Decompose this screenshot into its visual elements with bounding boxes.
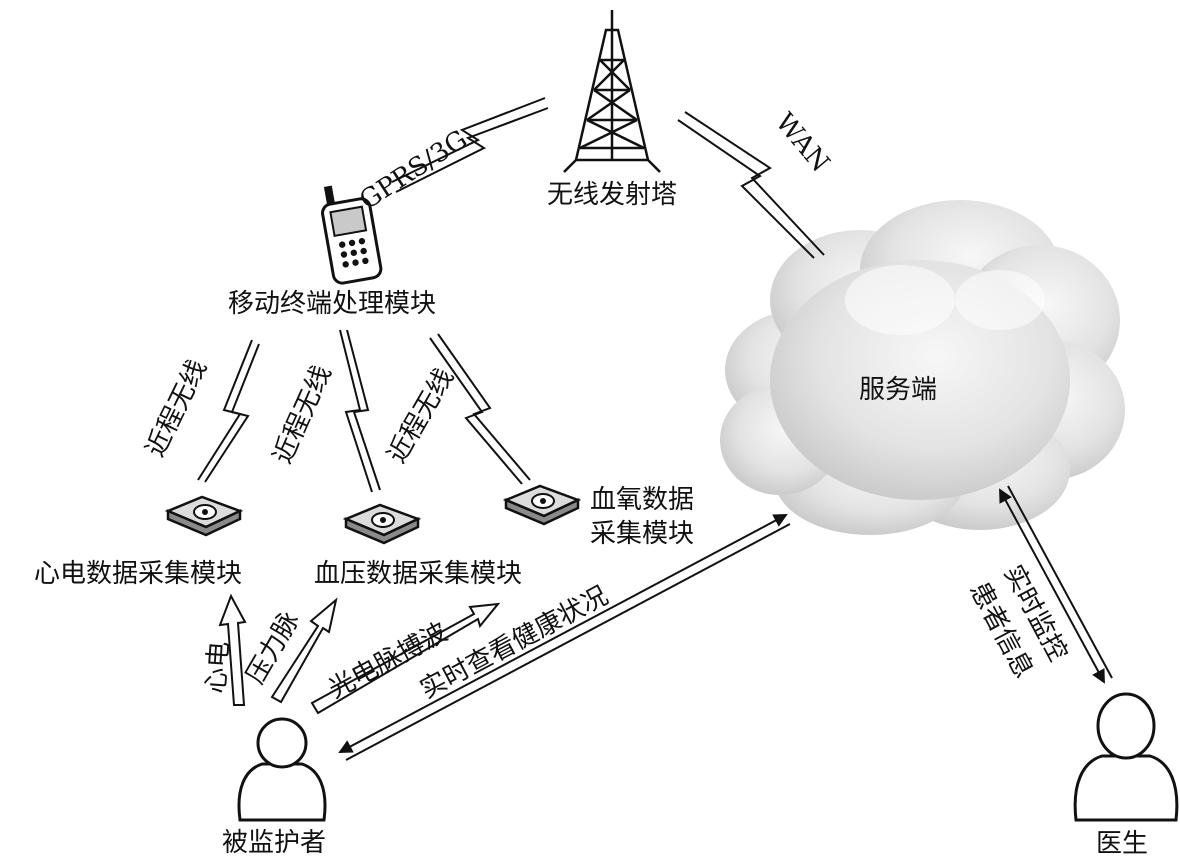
short-range-link-1 [197, 339, 260, 483]
patient-person-icon [237, 717, 327, 822]
doctor-server-arrow [999, 485, 1113, 684]
short-range-link-2 [339, 329, 381, 493]
cloud-icon [720, 200, 1125, 535]
short-range-link-3 [429, 333, 531, 485]
doctor-label: 医生 [1096, 829, 1148, 858]
ecg-signal-arrow [218, 593, 247, 706]
short-range-label-1: 近程无线 [141, 355, 214, 462]
doctor-person-icon [1073, 692, 1179, 822]
spo2-module-label-line2: 采集模块 [590, 519, 694, 549]
wan-link [677, 111, 825, 259]
bp-sensor-icon [342, 503, 422, 545]
ecg-sensor-icon [164, 495, 244, 537]
ecg-module-label: 心电数据采集模块 [34, 559, 242, 589]
bp-module-label: 血压数据采集模块 [314, 559, 522, 589]
mobile-phone-icon [321, 185, 383, 285]
gprs-label: GPRS/3G [354, 125, 472, 216]
pressure-signal-arrow [270, 597, 338, 704]
short-range-label-2: 近程无线 [268, 361, 338, 468]
tower-label: 无线发射塔 [547, 180, 677, 210]
ecg-signal-label: 心电 [201, 640, 235, 694]
mobile-label: 移动终端处理模块 [228, 289, 436, 319]
spo2-module-label-line1: 血氧数据 [590, 485, 694, 515]
short-range-label-3: 近程无线 [382, 363, 460, 468]
spo2-sensor-icon [502, 484, 582, 526]
server-label: 服务端 [859, 375, 937, 405]
wan-label: WAN [769, 108, 835, 179]
patient-server-arrow [338, 514, 791, 761]
gprs-link [391, 97, 549, 193]
patient-label: 被监护者 [222, 828, 326, 858]
radio-tower-icon [563, 10, 661, 173]
